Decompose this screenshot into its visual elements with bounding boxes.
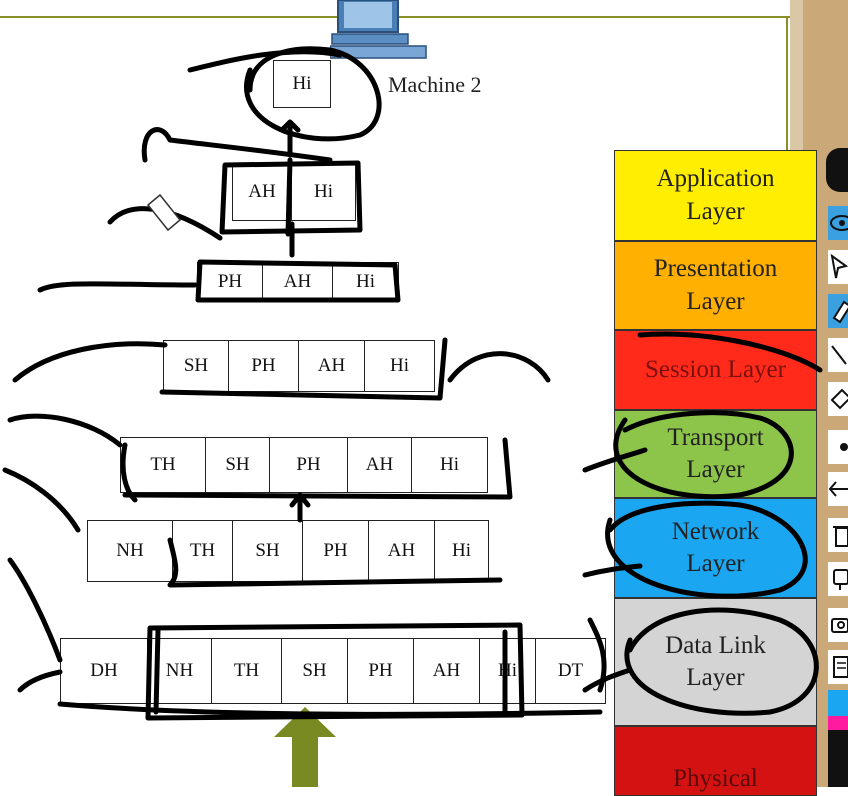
- header-cell: Hi: [435, 520, 489, 582]
- packet-row-network: TH SH PH AH Hi: [120, 437, 488, 493]
- color-swatch-blue[interactable]: [828, 690, 848, 716]
- header-cell: SH: [163, 340, 229, 392]
- header-cell: Hi: [292, 163, 356, 221]
- header-cell: NH: [148, 638, 212, 704]
- header-cell: PH: [348, 638, 414, 704]
- header-cell: AH: [348, 437, 412, 493]
- header-cell: Hi: [365, 340, 435, 392]
- header-cell: AH: [369, 520, 435, 582]
- pointer-icon[interactable]: [828, 250, 848, 284]
- header-cell: Hi: [333, 262, 399, 302]
- layer-presentation: Presentation Layer: [614, 241, 817, 330]
- layer-network: Network Layer: [614, 498, 817, 598]
- layer-physical: Physical: [614, 726, 817, 796]
- color-swatch-pink[interactable]: [828, 716, 848, 730]
- eye-icon[interactable]: [828, 206, 848, 240]
- header-cell: Hi: [412, 437, 488, 493]
- header-cell: AH: [263, 262, 333, 302]
- pen-icon[interactable]: [828, 338, 848, 372]
- packet-row-application: Hi: [273, 60, 331, 108]
- eraser-icon[interactable]: [828, 382, 848, 416]
- machine-label: Machine 2: [388, 72, 482, 97]
- header-cell: NH: [87, 520, 173, 582]
- header-cell: Hi: [273, 60, 331, 108]
- trash-icon[interactable]: [828, 518, 848, 552]
- color-swatch-black[interactable]: [828, 730, 848, 787]
- notes-icon[interactable]: [828, 650, 848, 684]
- computer-icon: [330, 0, 427, 59]
- packet-row-session: PH AH Hi: [197, 262, 399, 302]
- packet-row-transport: SH PH AH Hi: [163, 340, 435, 392]
- packet-row-physical: DH NH TH SH PH AH Hi DT: [60, 638, 606, 704]
- packet-row-datalink: NH TH SH PH AH Hi: [87, 520, 489, 582]
- camera-icon[interactable]: [828, 608, 848, 642]
- header-cell: SH: [206, 437, 270, 493]
- header-cell: AH: [299, 340, 365, 392]
- header-cell: Hi: [480, 638, 536, 704]
- header-cell: DH: [60, 638, 148, 704]
- toolbar-handle[interactable]: [826, 148, 848, 192]
- header-cell: PH: [197, 262, 263, 302]
- header-cell: TH: [173, 520, 233, 582]
- layer-transport: Transport Layer: [614, 410, 817, 498]
- layer-application: Application Layer: [614, 150, 817, 241]
- incoming-arrow-icon: [274, 707, 336, 787]
- packet-row-presentation: AH Hi: [232, 163, 356, 221]
- header-cell: AH: [414, 638, 480, 704]
- header-cell: PH: [270, 437, 348, 493]
- header-cell: DT: [536, 638, 606, 704]
- header-cell: SH: [282, 638, 348, 704]
- pencil-cursor-icon: [146, 193, 182, 232]
- undo-icon[interactable]: [828, 472, 848, 506]
- header-cell: AH: [232, 163, 292, 221]
- screen-icon[interactable]: [828, 562, 848, 596]
- header-cell: PH: [303, 520, 369, 582]
- dot-icon[interactable]: [828, 430, 848, 464]
- header-cell: SH: [233, 520, 303, 582]
- header-cell: TH: [120, 437, 206, 493]
- header-cell: TH: [212, 638, 282, 704]
- header-cell: PH: [229, 340, 299, 392]
- layer-session: Session Layer: [614, 330, 817, 410]
- layer-datalink: Data Link Layer: [614, 598, 817, 726]
- highlighter-icon[interactable]: [828, 294, 848, 328]
